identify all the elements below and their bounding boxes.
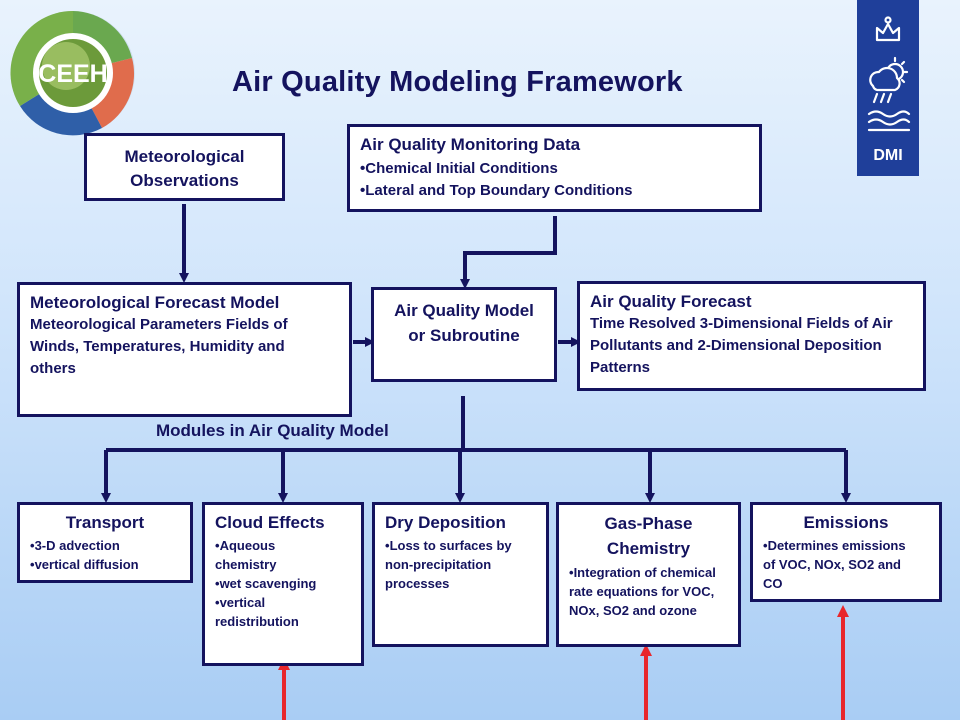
list-item: wet scavenging [215,574,351,593]
page-title: Air Quality Modeling Framework [232,66,683,98]
box-title: Meteorological Forecast Model [30,293,280,312]
module-emissions: Emissions Determines emissions of VOC, N… [750,502,942,602]
crown-icon [875,22,901,42]
module-title: Transport [65,513,145,532]
list-item: 3-D advection [30,536,180,555]
box-air-quality-model: Air Quality Model or Subroutine [371,287,557,382]
box-description: Meteorological Parameters Fields of Wind… [30,316,288,377]
bullet-list: Chemical Initial Conditions Lateral and … [360,158,749,202]
list-item: Aqueous chemistry [215,536,310,574]
cloud-icon [869,66,901,92]
box-meteorological-forecast-model: Meteorological Forecast Model Meteorolog… [17,282,352,417]
bullet-list: Loss to surfaces by non-precipitation pr… [385,536,536,593]
modules-caption: Modules in Air Quality Model [156,421,389,440]
box-air-quality-monitoring-data: Air Quality Monitoring Data Chemical Ini… [347,124,762,212]
box-title: Air Quality Monitoring Data [360,135,581,154]
list-item: Integration of chemical rate equations f… [569,563,729,620]
ceeh-logo: CEEH [10,10,135,136]
bullet-list: Aqueous chemistry wet scavenging vertica… [215,536,351,631]
dmi-logo-text: DMI [873,147,902,164]
box-title: Meteorological Observations [124,147,245,190]
list-item: vertical diffusion [30,555,180,574]
bullet-list: 3-D advection vertical diffusion [30,536,180,574]
list-item: Chemical Initial Conditions [360,158,749,180]
bullet-list: Integration of chemical rate equations f… [569,563,728,620]
list-item: vertical redistribution [215,593,325,631]
box-meteorological-observations: Meteorological Observations [84,133,285,201]
list-item: Lateral and Top Boundary Conditions [360,180,749,202]
module-transport: Transport 3-D advection vertical diffusi… [17,502,193,583]
bullet-list: Determines emissions of VOC, NOx, SO2 an… [763,536,929,593]
module-title: Emissions [803,513,889,532]
list-item: Loss to surfaces by non-precipitation pr… [385,536,543,593]
rain-icon [872,92,893,104]
box-description: Time Resolved 3-Dimensional Fields of Ai… [590,315,893,376]
ceeh-logo-text: CEEH [38,60,107,88]
arrow-monitoring-to-aq-model [460,216,557,289]
list-item: Determines emissions of VOC, NOx, SO2 an… [763,536,913,593]
module-title: Dry Deposition [385,513,506,532]
module-gas-phase-chemistry: Gas-Phase Chemistry Integration of chemi… [556,502,741,647]
box-air-quality-forecast: Air Quality Forecast Time Resolved 3-Dim… [577,281,926,391]
box-title: Air Quality Model or Subroutine [394,301,534,345]
dmi-logo: DMI [857,0,919,176]
waves-icon [867,110,911,132]
module-title: Gas-Phase Chemistry [604,514,693,558]
box-title: Air Quality Forecast [590,292,752,311]
module-title: Cloud Effects [215,513,325,532]
module-dry-deposition: Dry Deposition Loss to surfaces by non-p… [372,502,549,647]
module-cloud-effects: Cloud Effects Aqueous chemistry wet scav… [202,502,364,666]
